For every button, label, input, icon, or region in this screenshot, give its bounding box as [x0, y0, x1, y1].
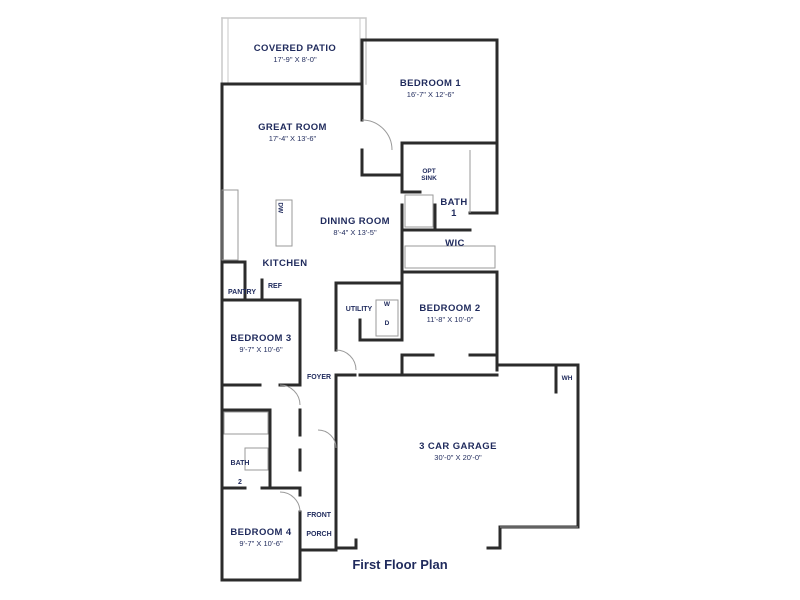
- plan-caption: First Floor Plan: [352, 557, 448, 572]
- door-swing-bedroom-4: [279, 491, 301, 513]
- water-heater-label: WH: [561, 375, 573, 382]
- room-name: BEDROOM 3: [230, 333, 292, 344]
- bedroom-2-walls: [358, 281, 499, 377]
- room-dimensions: 11'-8" X 10'-0": [426, 314, 474, 324]
- room-dimensions: 9'-7" X 10'-6": [239, 538, 283, 548]
- room-name: DINING ROOM: [320, 216, 390, 227]
- ref-label: REF: [268, 283, 282, 290]
- room-dimensions: 17'-9" X 8'-0": [273, 54, 317, 64]
- wic-label: WIC: [435, 238, 475, 250]
- room-name: FRONT PORCH: [306, 512, 332, 538]
- room-name: 3 CAR GARAGE: [419, 441, 497, 452]
- room-name: BATH 2: [230, 460, 250, 486]
- door-swing-bedroom-3: [279, 384, 301, 406]
- bedroom-1-label: BEDROOM 1 16'-7" X 12'-6": [368, 78, 493, 100]
- room-dimensions: 9'-7" X 10'-6": [239, 344, 283, 354]
- dishwasher-label: DW: [276, 202, 284, 214]
- dining-room-label: DINING ROOM 8'-4" X 13'-5": [305, 216, 405, 238]
- room-name: GREAT ROOM: [258, 122, 327, 133]
- room-name: UTILITY: [345, 306, 373, 313]
- great-room-label: GREAT ROOM 17'-4" X 13'-6": [230, 122, 355, 144]
- washer-dryer: [375, 299, 399, 337]
- bath-1-tub: [404, 194, 434, 228]
- covered-patio-label: COVERED PATIO 17'-9" X 8'-0": [230, 43, 360, 65]
- room-name: BEDROOM 2: [419, 303, 481, 314]
- front-porch-walls: [298, 448, 338, 552]
- room-dimensions: 17'-4" X 13'-6": [268, 133, 317, 143]
- room-name: WIC: [445, 238, 465, 249]
- bedroom-4-walls: [220, 486, 302, 582]
- door-swing-bedroom-1: [361, 119, 393, 151]
- foyer-label: FOYER: [302, 366, 336, 384]
- bedroom-2-label: BEDROOM 2 11'-8" X 10'-0": [405, 303, 495, 325]
- utility-walls: [334, 281, 404, 352]
- bedroom-4-label: BEDROOM 4 9'-7" X 10'-6": [224, 527, 298, 549]
- room-name: BEDROOM 1: [399, 78, 462, 89]
- room-name: FOYER: [306, 374, 332, 381]
- kitchen-walls: [220, 260, 302, 302]
- garage-label: 3 CAR GARAGE 30'-0" X 20'-0": [340, 441, 576, 463]
- room-name: COVERED PATIO: [253, 43, 337, 54]
- room-name: BEDROOM 4: [230, 527, 292, 538]
- room-dimensions: 16'-7" X 12'-6": [406, 89, 455, 99]
- room-dimensions: 30'-0" X 20'-0": [434, 452, 482, 462]
- pantry-label: PANTRY: [228, 289, 256, 296]
- bath-2-tub: [223, 411, 269, 435]
- room-name: BATH 1: [440, 197, 468, 220]
- bath-1-label: BATH 1: [434, 180, 474, 239]
- bath-2-vanity: [244, 447, 269, 471]
- front-porch-label: FRONT PORCH: [301, 486, 337, 541]
- wic-shelf: [404, 245, 496, 269]
- kitchen-island: [275, 199, 293, 247]
- bedroom-3-label: BEDROOM 3 9'-7" X 10'-6": [224, 333, 298, 355]
- door-swing-porch: [317, 429, 337, 449]
- kitchen-label: KITCHEN: [255, 258, 315, 270]
- utility-label: UTILITY: [336, 298, 382, 316]
- room-name: KITCHEN: [262, 258, 308, 269]
- washer-label: W: [383, 301, 391, 308]
- room-dimensions: 8'-4" X 13'-5": [333, 227, 377, 237]
- bedroom-1-walls: [360, 38, 499, 215]
- opt-sink-label: OPT SINK: [421, 168, 437, 183]
- bath-2-label: BATH 2: [222, 434, 258, 489]
- bath-2-walls: [220, 408, 302, 490]
- kitchen-counter: [221, 189, 239, 261]
- covered-patio-outline: [221, 17, 367, 85]
- dryer-label: D: [384, 320, 390, 327]
- door-swing-foyer: [335, 349, 357, 371]
